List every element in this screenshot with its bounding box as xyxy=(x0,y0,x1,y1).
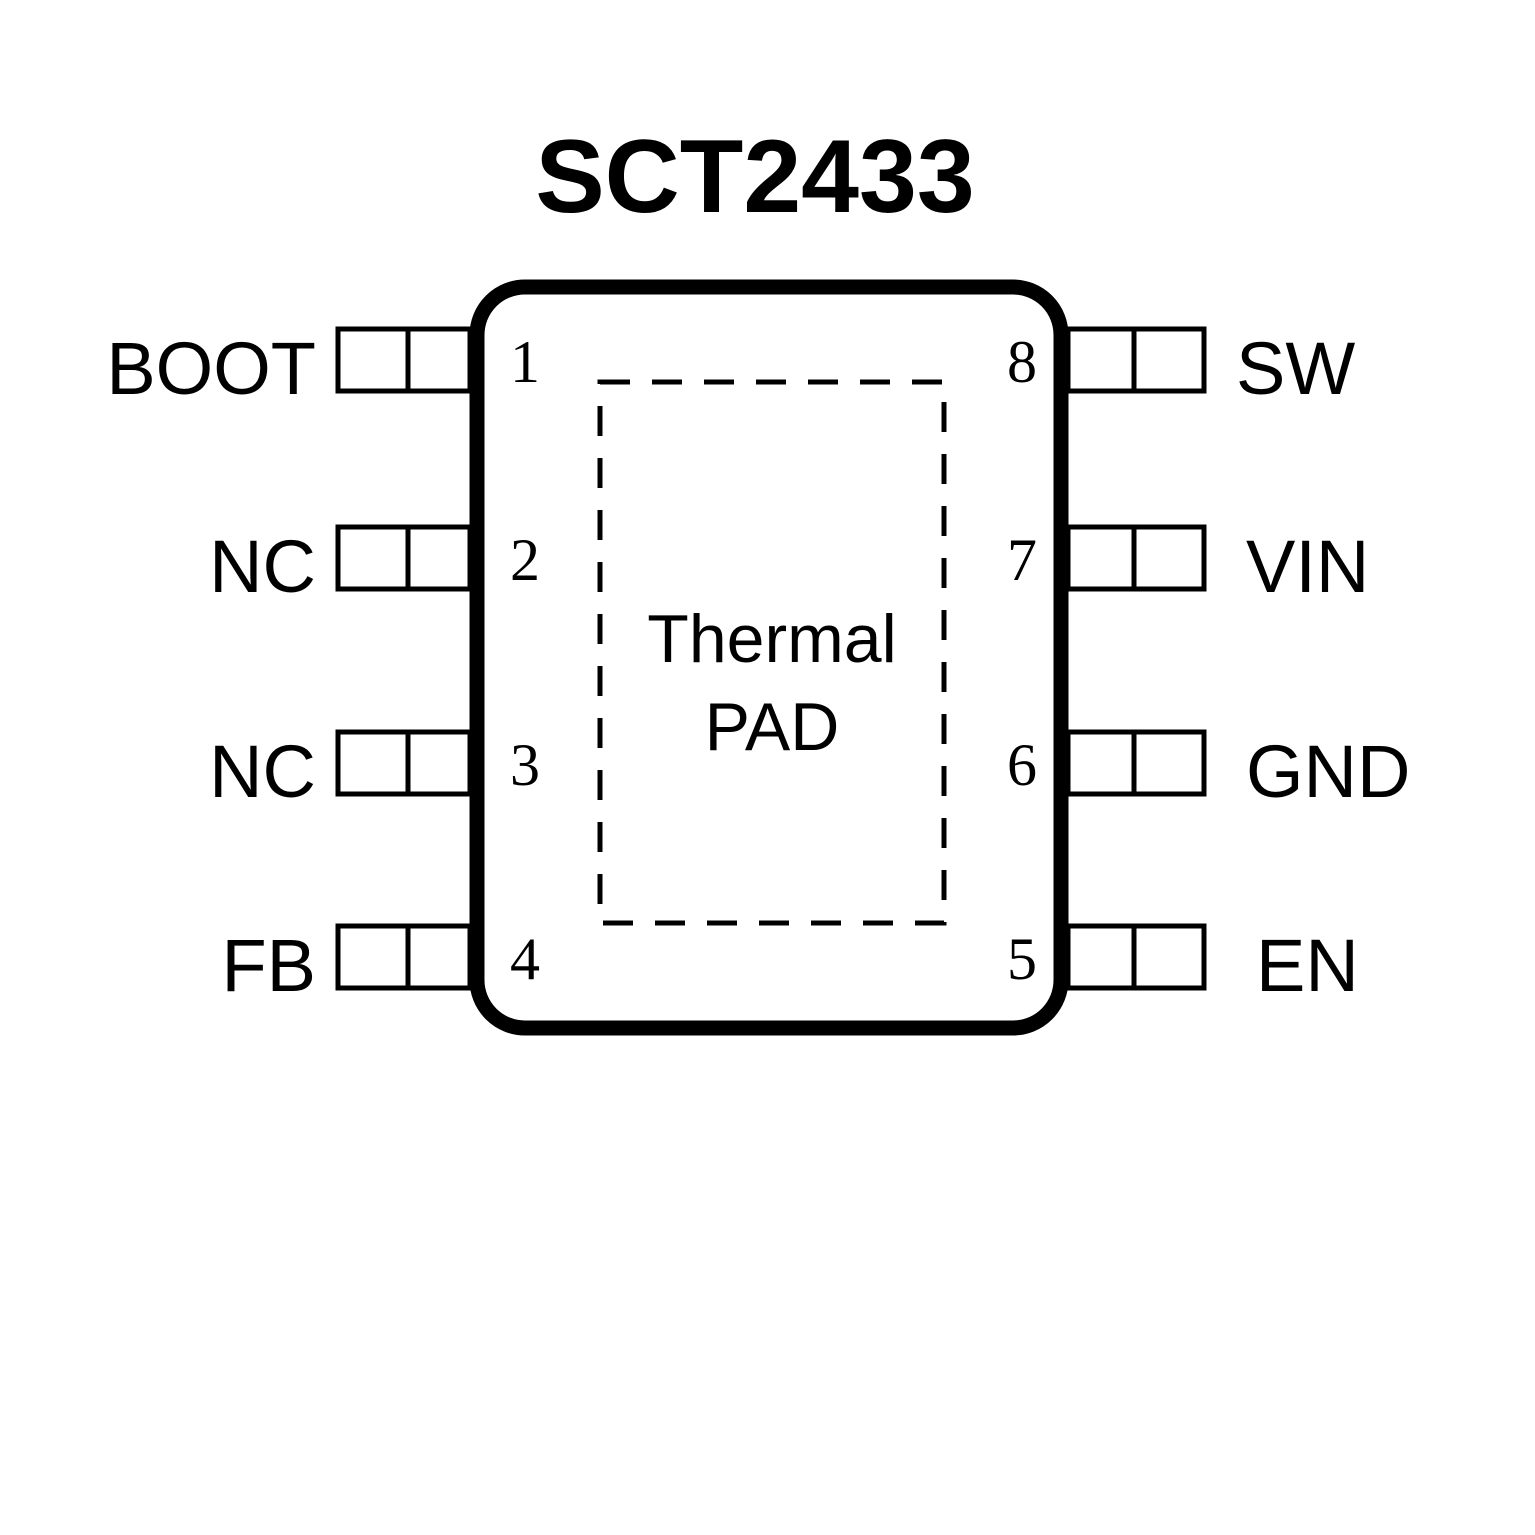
pin-number: 6 xyxy=(1007,732,1037,798)
pin-lead xyxy=(335,524,473,592)
pin-lead xyxy=(335,729,473,797)
pin-number: 8 xyxy=(1007,329,1037,395)
pin-lead xyxy=(335,326,473,394)
pin-name: NC xyxy=(209,525,316,608)
pin-right-7: VIN 7 xyxy=(1007,524,1369,608)
pin-left-3: NC 3 xyxy=(209,729,540,813)
pin-lead xyxy=(335,923,473,991)
pin-number: 4 xyxy=(510,926,540,992)
chip-body xyxy=(469,279,1069,1036)
pin-number: 1 xyxy=(510,329,540,395)
pin-left-4: FB 4 xyxy=(221,923,540,1007)
pin-name: BOOT xyxy=(106,327,316,410)
pin-number: 2 xyxy=(510,527,540,593)
pin-number: 3 xyxy=(510,732,540,798)
pin-name: SW xyxy=(1236,327,1355,410)
pin-number: 7 xyxy=(1007,527,1037,593)
pin-right-5: EN 5 xyxy=(1007,923,1359,1007)
thermal-pad-label-line1: Thermal xyxy=(647,601,896,677)
pin-name: NC xyxy=(209,730,316,813)
thermal-pad-outline xyxy=(597,379,947,926)
pin-name: VIN xyxy=(1246,525,1369,608)
pin-right-8: SW 8 xyxy=(1007,326,1355,410)
pin-left-2: NC 2 xyxy=(209,524,540,608)
pin-number: 5 xyxy=(1007,926,1037,992)
pin-name: GND xyxy=(1246,730,1410,813)
chip-title: SCT2433 xyxy=(535,119,974,235)
pin-left-1: BOOT 1 xyxy=(106,326,540,410)
pin-name: EN xyxy=(1256,924,1359,1007)
pin-right-6: GND 6 xyxy=(1007,729,1410,813)
thermal-pad-label-line2: PAD xyxy=(705,689,840,765)
pin-name: FB xyxy=(221,924,316,1007)
